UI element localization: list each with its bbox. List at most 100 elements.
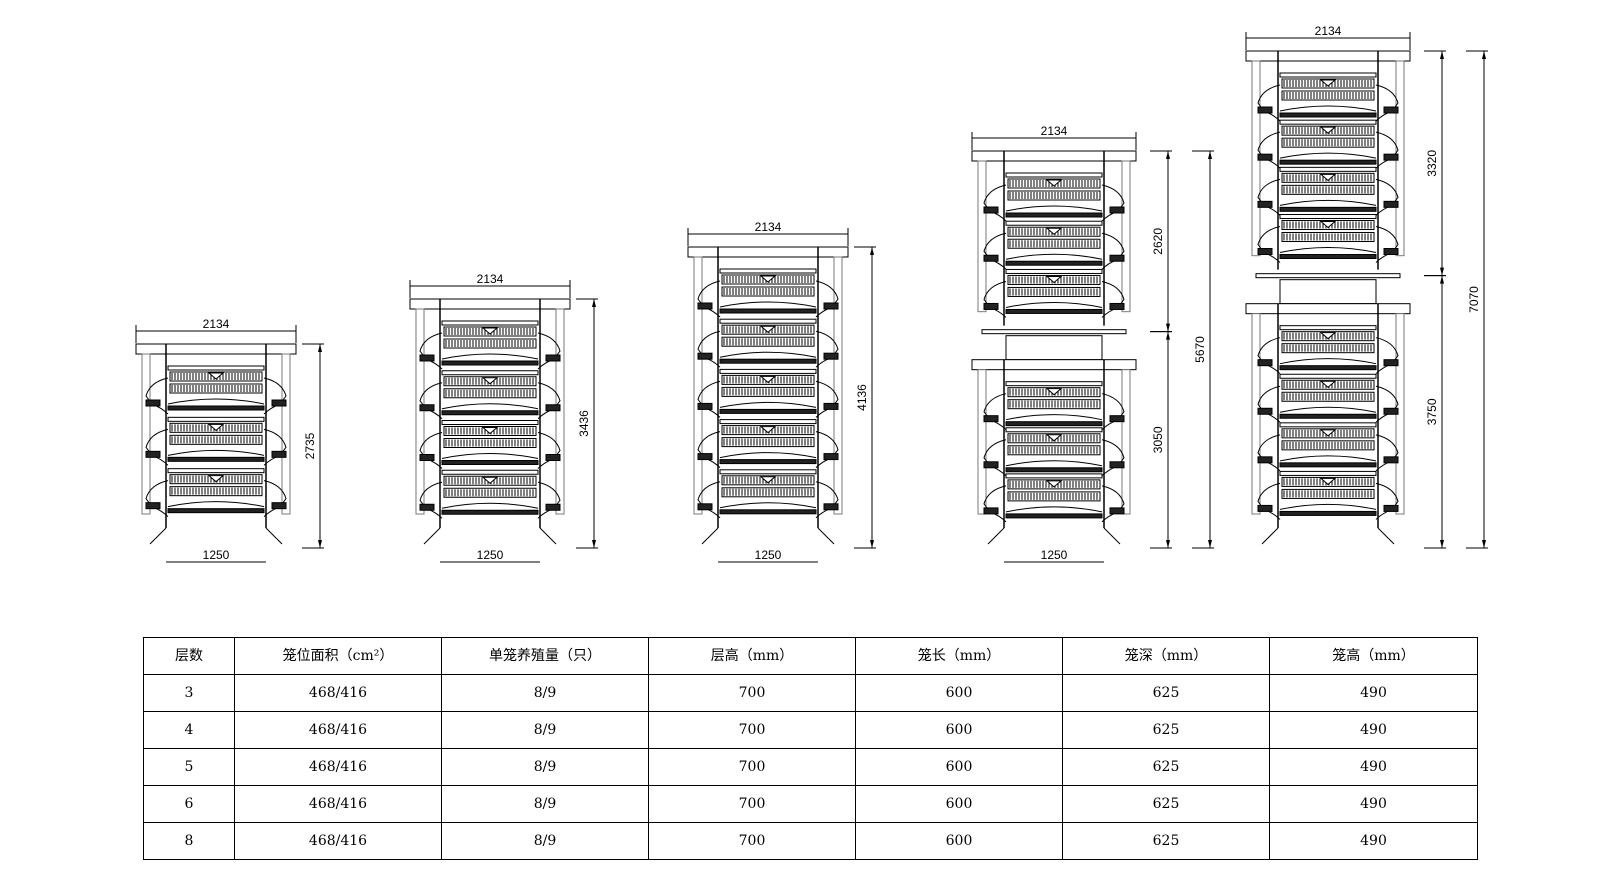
- base-dimension-label: 1250: [203, 548, 230, 562]
- tier-floor: [719, 459, 817, 465]
- feeder-marker: [1045, 227, 1063, 235]
- cell-cage-depth: 625: [1062, 711, 1270, 749]
- tier-floor: [1279, 462, 1377, 468]
- width-dimension-label: 2134: [755, 220, 782, 234]
- egg-tray: [1383, 504, 1399, 512]
- arrow-icon: [1166, 151, 1170, 159]
- cell-value: 490: [1360, 759, 1387, 775]
- cage-top-rail: [1279, 325, 1377, 331]
- top-beam: [971, 359, 1137, 371]
- feeder-marker: [759, 325, 777, 333]
- height-dimension-label: 4136: [855, 384, 869, 411]
- base-brace: [701, 527, 719, 545]
- tier-floor: [1005, 260, 1103, 266]
- header-label: 笼深（mm）: [1124, 648, 1208, 664]
- top-beam: [687, 246, 849, 258]
- cell-birds-per-cage: 8/9: [441, 674, 649, 712]
- manure-belt: [1279, 406, 1377, 413]
- cage-top-rail: [1005, 220, 1103, 226]
- egg-tray: [419, 354, 435, 362]
- egg-tray: [1257, 106, 1273, 114]
- cell-tiers: 4: [143, 711, 235, 749]
- wire-grille: [443, 338, 537, 349]
- wire-grille: [1007, 491, 1101, 502]
- manure-belt: [1279, 503, 1377, 510]
- tier-floor: [1279, 206, 1377, 212]
- manure-belt: [441, 453, 539, 459]
- tier-floor: [441, 509, 539, 515]
- walkway-beam: [1255, 273, 1401, 279]
- egg-tray: [1109, 507, 1125, 515]
- egg-tray: [1257, 248, 1273, 256]
- header-label: 笼位面积（cm²）: [282, 648, 394, 664]
- top-beam: [971, 150, 1137, 162]
- wire-grille: [1007, 190, 1101, 201]
- cage-top-rail: [719, 268, 817, 274]
- feed-trough: [983, 280, 1007, 318]
- header-label: 笼高（mm）: [1332, 648, 1415, 664]
- feed-trough: [1257, 434, 1281, 472]
- cell-value: 3: [184, 685, 194, 701]
- cell-cage-length: 600: [855, 711, 1063, 749]
- cage-top-rail: [1279, 422, 1377, 428]
- manure-belt: [1005, 301, 1103, 308]
- header-birds-per-cage: 单笼养殖量（只）: [441, 637, 649, 675]
- cell-value: 700: [738, 722, 766, 738]
- arrow-icon: [1440, 51, 1444, 59]
- height-dimension-label: 3320: [1425, 150, 1439, 177]
- feed-trough: [983, 393, 1007, 431]
- egg-tray: [271, 450, 287, 458]
- cell-cage-area: 468/416: [234, 748, 442, 786]
- arrow-icon: [592, 299, 596, 307]
- tier-floor: [719, 509, 817, 515]
- side-post: [1121, 369, 1131, 515]
- feeder-marker: [759, 275, 777, 283]
- cell-value: 468/416: [308, 722, 368, 738]
- manure-belt: [167, 501, 265, 508]
- wire-grille: [1281, 343, 1375, 354]
- cage-elevation-drawings: 2134273512502134343612502134413612502134…: [135, 24, 1488, 563]
- cell-cage-depth: 625: [1062, 785, 1270, 823]
- cell-value: 6: [184, 796, 194, 812]
- cell-value: 700: [738, 833, 766, 849]
- cell-birds-per-cage: 8/9: [441, 748, 649, 786]
- width-dimension-label: 2134: [1315, 24, 1342, 38]
- egg-tray: [145, 399, 161, 407]
- wire-grille: [169, 383, 263, 394]
- cage-top-rail: [1005, 268, 1103, 274]
- width-dimension-label: 2134: [203, 317, 230, 331]
- feed-trough: [983, 184, 1007, 222]
- feeder-marker: [481, 377, 499, 385]
- arrow-icon: [1166, 331, 1170, 340]
- cell-value: 8/9: [533, 722, 557, 738]
- feeder-marker: [207, 423, 225, 431]
- cage-spec-table: 层数 笼位面积（cm²） 单笼养殖量（只） 层高（mm） 笼长（mm） 笼深（m…: [143, 637, 1478, 860]
- feed-trough: [983, 485, 1007, 523]
- wire-grille: [1281, 391, 1375, 402]
- egg-tray: [1257, 359, 1273, 367]
- feeder-marker: [1319, 173, 1337, 181]
- cell-value: 8/9: [533, 833, 557, 849]
- feed-trough: [1101, 280, 1125, 318]
- egg-tray: [823, 402, 839, 410]
- feed-trough: [1257, 131, 1281, 169]
- cell-value: 625: [1152, 685, 1180, 701]
- arrow-icon: [1440, 275, 1444, 284]
- arrow-icon: [1208, 540, 1212, 548]
- wire-grille: [721, 487, 815, 498]
- feed-trough: [1257, 178, 1281, 216]
- manure-belt: [1279, 105, 1377, 112]
- feeder-marker: [1045, 179, 1063, 187]
- cage-top-rail: [167, 468, 265, 474]
- cage-top-rail: [167, 365, 265, 371]
- cell-value: 600: [945, 796, 973, 812]
- arrow-icon: [1440, 267, 1444, 276]
- feeder-marker: [1319, 429, 1337, 437]
- tier-floor: [719, 408, 817, 414]
- cell-value: 625: [1152, 759, 1180, 775]
- feed-trough: [1257, 226, 1281, 263]
- tier-floor: [1279, 365, 1377, 371]
- feeder-marker: [759, 375, 777, 384]
- egg-tray: [419, 404, 435, 412]
